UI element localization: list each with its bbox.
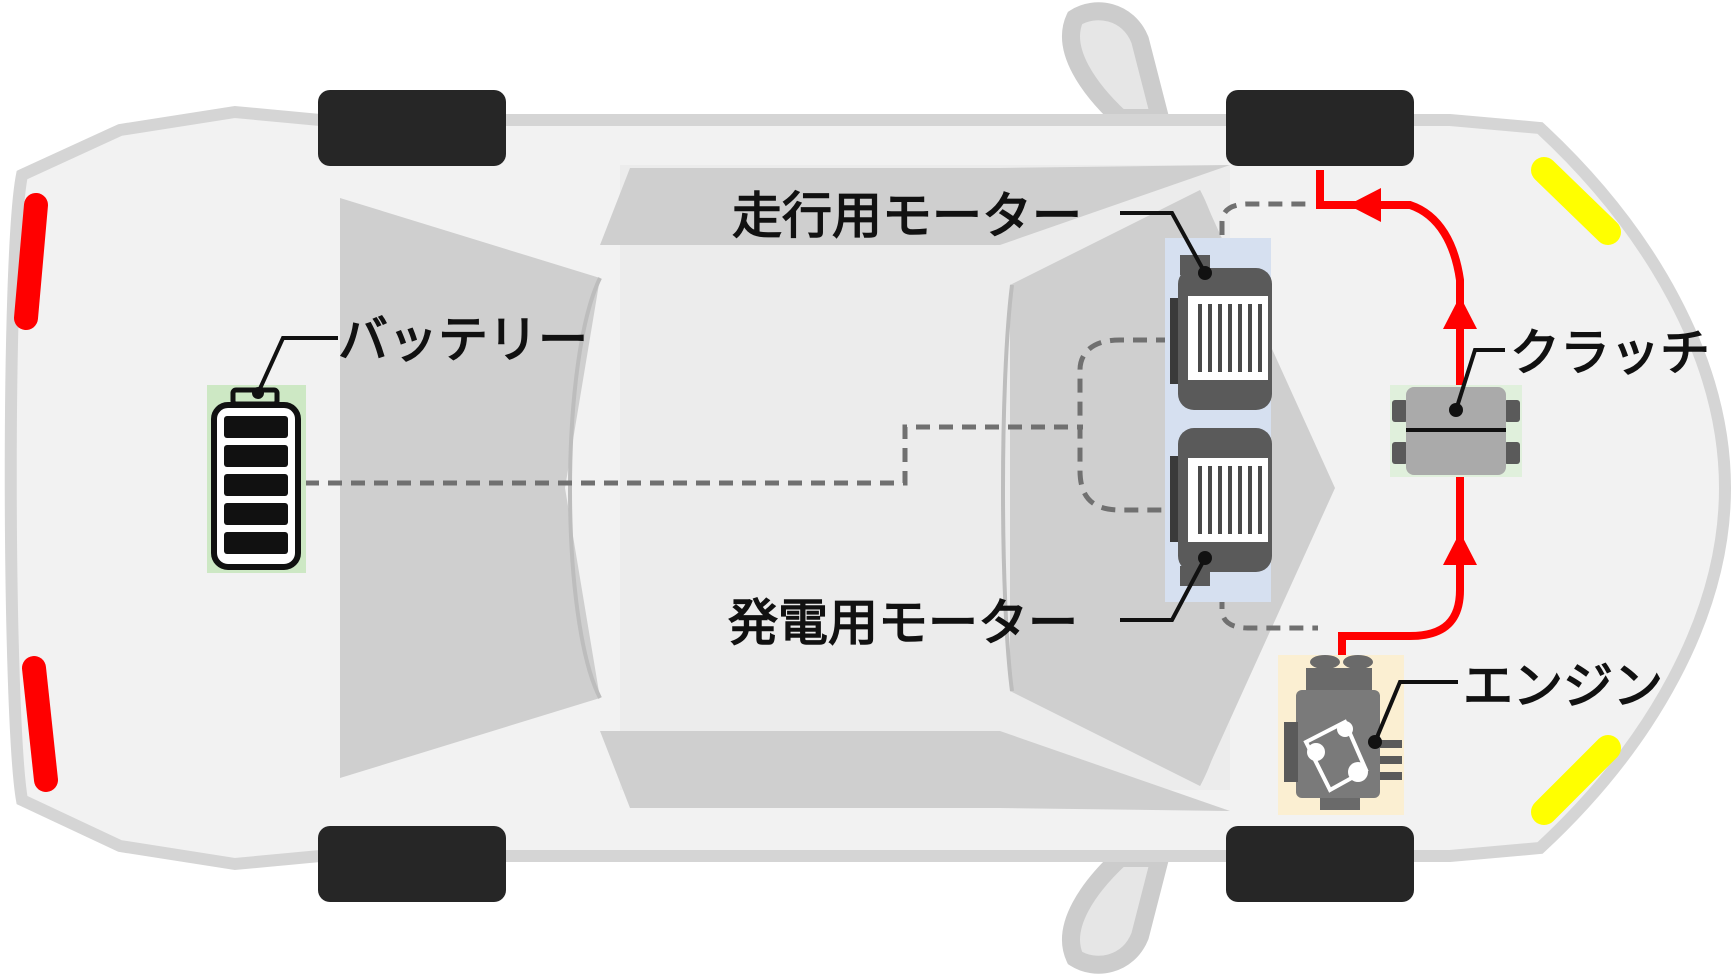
drive-motor-icon bbox=[1170, 255, 1272, 410]
tire-rear-bottom bbox=[318, 826, 506, 902]
tire-front-top bbox=[1226, 90, 1414, 166]
arrow-left bbox=[1348, 188, 1381, 222]
label-clutch: クラッチ bbox=[1510, 324, 1710, 382]
head-light-bottom bbox=[1531, 735, 1621, 825]
tail-light-top bbox=[14, 193, 48, 330]
label-drive-motor: 走行用モーター bbox=[732, 187, 1082, 245]
car-cabin bbox=[340, 165, 1335, 811]
arrow-up-lower bbox=[1443, 532, 1477, 565]
leader-dots bbox=[252, 266, 1463, 749]
lights bbox=[14, 157, 1621, 825]
power-flow-line bbox=[1316, 170, 1477, 660]
tire-rear-top bbox=[318, 90, 506, 166]
arrow-up-upper bbox=[1443, 296, 1477, 329]
tire-front-bottom bbox=[1226, 826, 1414, 902]
battery-icon bbox=[207, 385, 306, 573]
tail-light-bottom bbox=[22, 656, 58, 792]
electric-wires bbox=[305, 201, 1318, 631]
label-battery: バッテリー bbox=[338, 311, 588, 369]
head-light-top bbox=[1531, 157, 1621, 245]
label-engine: エンジン bbox=[1463, 657, 1663, 715]
leader-lines bbox=[256, 211, 1505, 743]
clutch-icon bbox=[1390, 385, 1522, 477]
generator-motor-icon bbox=[1170, 428, 1272, 586]
engine-icon bbox=[1278, 655, 1404, 815]
label-generator-motor: 発電用モーター bbox=[728, 594, 1078, 652]
tires bbox=[318, 90, 1414, 902]
motor-icon bbox=[1165, 238, 1272, 602]
